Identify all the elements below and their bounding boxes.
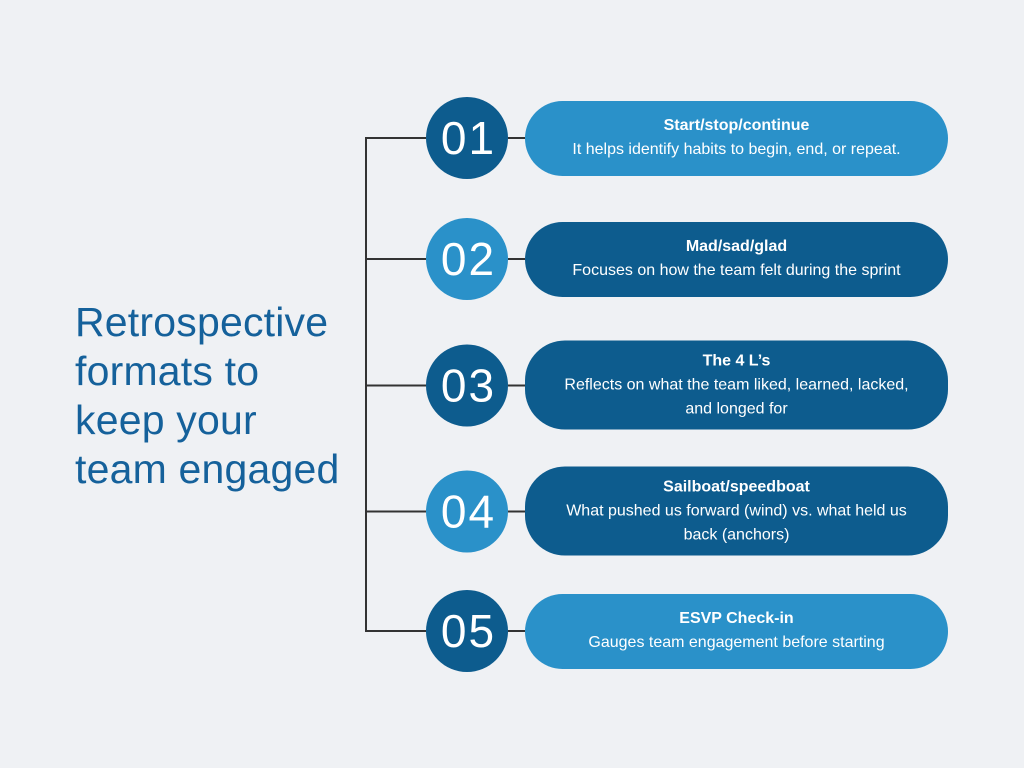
card-description: Focuses on how the team felt during the … <box>572 262 901 279</box>
step-number: 03 <box>440 359 497 411</box>
step-number: 04 <box>440 485 497 537</box>
list-item-2: 02 Mad/sad/glad Focuses on how the team … <box>366 218 948 300</box>
connector-branch-line <box>366 384 426 386</box>
card-title: The 4 L’s <box>702 352 771 369</box>
step-number-badge-3: 03 <box>426 344 508 426</box>
step-number: 05 <box>440 605 497 657</box>
list-item-3: 03 The 4 L’s Reflects on what the team l… <box>366 340 948 430</box>
title-line-3: keep your <box>75 397 257 443</box>
card-description: What pushed us forward (wind) vs. what h… <box>566 502 907 543</box>
list-item-5: 05 ESVP Check-in Gauges team engagement … <box>366 590 948 672</box>
connector-branch-line <box>366 630 426 632</box>
page-title: Retrospective formats to keep your team … <box>75 298 340 494</box>
format-card-1: Start/stop/continue It helps identify ha… <box>525 100 948 176</box>
connector-branch-line <box>366 137 426 139</box>
step-number-badge-2: 02 <box>426 218 508 300</box>
connector-branch-line <box>366 510 426 512</box>
connector-branch-line <box>366 258 426 260</box>
list-item-1: 01 Start/stop/continue It helps identify… <box>366 97 948 179</box>
card-description: Reflects on what the team liked, learned… <box>564 376 909 417</box>
card-title: Mad/sad/glad <box>685 238 788 255</box>
list-item-4: 04 Sailboat/speedboat What pushed us for… <box>366 466 948 556</box>
card-title: ESVP Check-in <box>679 610 794 627</box>
step-number-badge-4: 04 <box>426 470 508 552</box>
format-card-2: Mad/sad/glad Focuses on how the team fel… <box>525 221 948 297</box>
format-card-4: Sailboat/speedboat What pushed us forwar… <box>525 466 948 556</box>
format-card-3: The 4 L’s Reflects on what the team like… <box>525 340 948 430</box>
connector-stub-line <box>508 510 525 512</box>
step-number-badge-5: 05 <box>426 590 508 672</box>
card-description: Gauges team engagement before starting <box>588 634 885 651</box>
step-number-badge-1: 01 <box>426 97 508 179</box>
connector-stub-line <box>508 258 525 260</box>
connector-stub-line <box>508 630 525 632</box>
card-description: It helps identify habits to begin, end, … <box>572 141 901 158</box>
step-number: 02 <box>440 233 497 285</box>
title-line-4: team engaged <box>75 446 340 492</box>
step-number: 01 <box>440 112 497 164</box>
title-line-2: formats to <box>75 348 260 394</box>
card-title: Sailboat/speedboat <box>663 478 810 495</box>
connector-stub-line <box>508 384 525 386</box>
format-card-5: ESVP Check-in Gauges team engagement bef… <box>525 593 948 669</box>
title-line-1: Retrospective <box>75 299 329 345</box>
connector-stub-line <box>508 137 525 139</box>
card-title: Start/stop/continue <box>663 117 810 134</box>
